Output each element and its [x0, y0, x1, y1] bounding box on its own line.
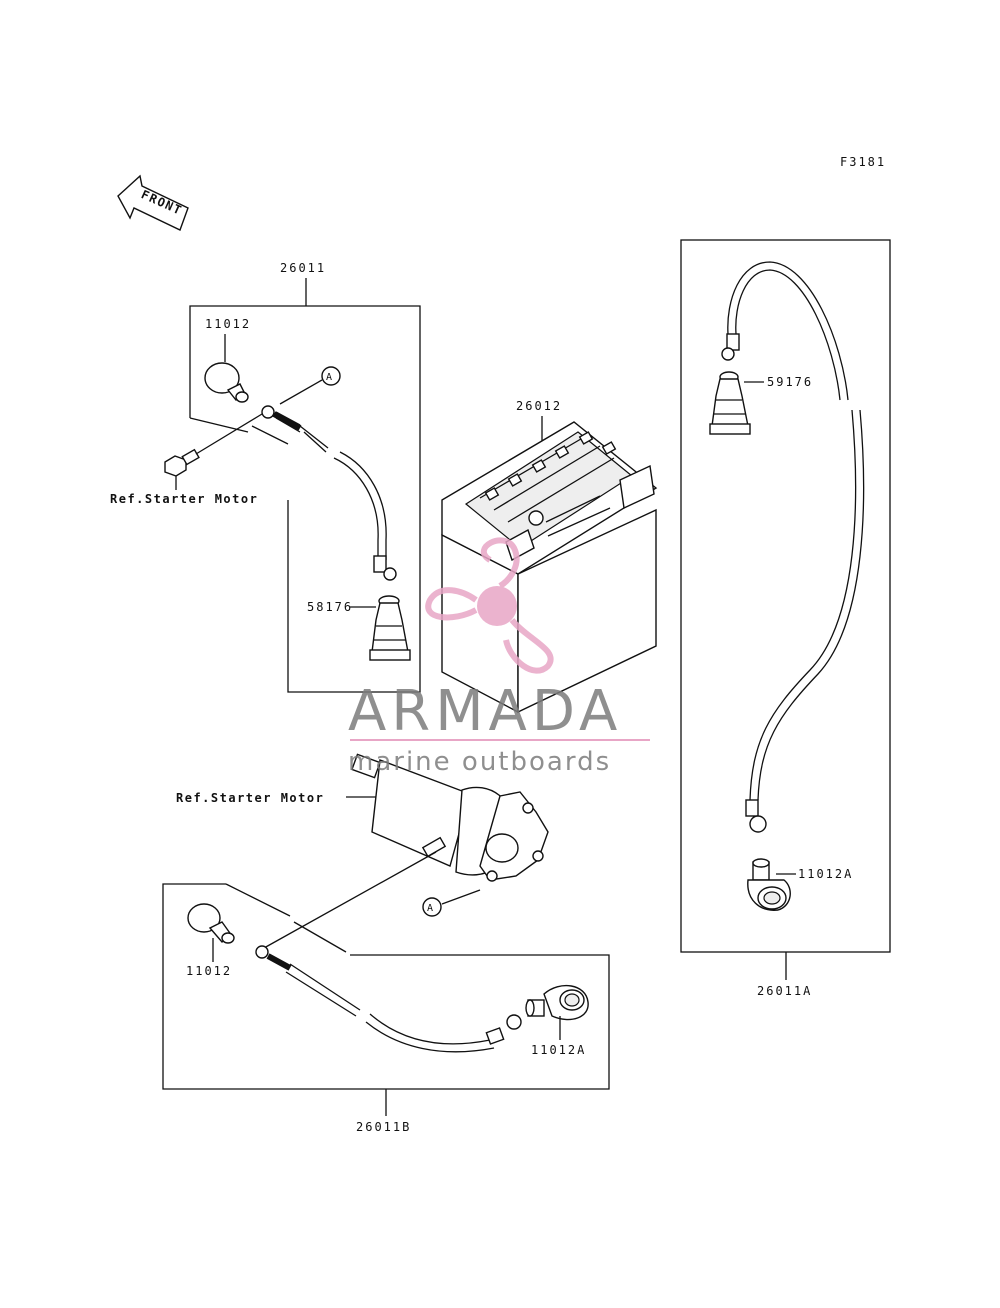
watermark: ARMADA marine outboards [348, 537, 650, 777]
terminal-cap-bottom-icon [187, 903, 235, 944]
bolt-icon [164, 448, 200, 477]
callout-a-bottom-icon [422, 897, 442, 917]
watermark-tagline: marine outboards [348, 747, 611, 777]
long-battery-cable-icon [721, 261, 865, 833]
label-11012a-right: 11012A [798, 867, 853, 881]
label-11012-top: 11012 [205, 317, 251, 331]
callout-a-label-bottom: A [427, 903, 433, 914]
group-26011b: 11012 11012A 26011B [162, 851, 610, 1134]
label-26012: 26012 [516, 399, 562, 413]
callout-a-icon [321, 366, 341, 386]
label-26011: 26011 [280, 261, 326, 275]
label-26011a: 26011A [757, 984, 812, 998]
label-11012a-bottom: 11012A [531, 1043, 586, 1057]
group-26011a: 59176 11012A [680, 239, 891, 998]
starter-motor-icon [351, 753, 549, 882]
rubber-boot-icon [369, 595, 411, 661]
terminal-cap-icon [204, 362, 249, 403]
propeller-logo-icon [425, 537, 554, 674]
callout-a-label-top: A [326, 372, 332, 383]
elbow-cap-bottom-icon [525, 984, 589, 1021]
elbow-cap-right-icon [747, 858, 791, 911]
starter-cable-icon [255, 851, 522, 1053]
ref-starter-motor-bottom: Ref.Starter Motor [176, 791, 324, 805]
label-11012-bottom: 11012 [186, 964, 232, 978]
rubber-boot-right-icon [709, 371, 751, 435]
ref-starter-motor-top: Ref.Starter Motor [110, 492, 258, 506]
group-26011: 26011 11012 A Ref.Starter Motor [110, 261, 421, 693]
watermark-brand: ARMADA [348, 679, 622, 744]
label-58176: 58176 [307, 600, 353, 614]
figure-code: F3181 [840, 155, 886, 169]
battery-cable-icon [261, 405, 397, 581]
starter-motor: Ref.Starter Motor A [176, 753, 549, 917]
label-59176: 59176 [767, 375, 813, 389]
front-arrow-icon: FRONT [117, 174, 189, 231]
label-26011b: 26011B [356, 1120, 411, 1134]
